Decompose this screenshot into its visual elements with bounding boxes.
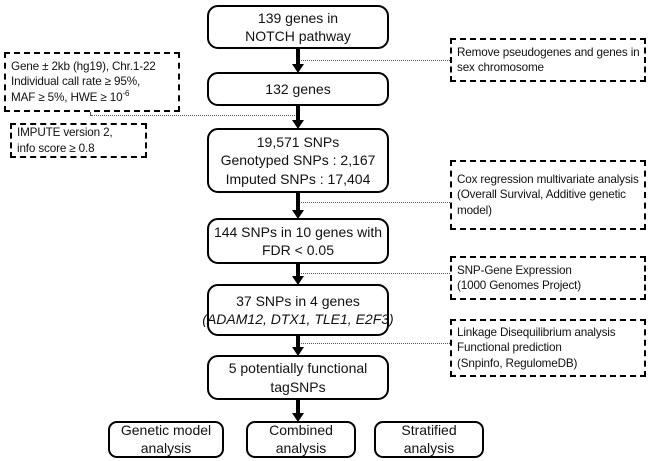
arrow-shaft: [296, 192, 300, 210]
arrow-head-icon: [292, 64, 304, 73]
annotation-remove-pseudogenes: Remove pseudogenes and genes in sex chro…: [450, 38, 646, 82]
flow-box-132-genes: 132 genes: [207, 72, 389, 106]
flow-box-gene-names-line: (ADAM12, DTX1, TLE1, E2F3): [202, 311, 394, 327]
flow-box-text-line: FDR < 0.05: [262, 242, 334, 258]
hwe-threshold-base: MAF ≥ 5%, HWE ≥ 10: [11, 90, 123, 104]
arrow-shaft: [296, 399, 300, 413]
annotation-linkage: Linkage Disequilibrium analysis Function…: [450, 319, 646, 377]
flow-box-text-line: 19,571 SNPs: [256, 134, 340, 151]
arrow-head-icon: [292, 210, 304, 219]
annotation-text-line: (Snpinfo, RegulomeDB): [457, 356, 578, 370]
flow-box-text-line: analysis: [403, 439, 455, 456]
connector-linkage: [299, 343, 450, 344]
annotation-text-line: Cox regression multivariate analysis: [457, 172, 639, 186]
flow-box-text-line: Genetic model: [120, 422, 212, 439]
annotation-text-line: MAF ≥ 5%, HWE ≥ 10-6: [11, 88, 173, 105]
connector-gene-filter-stub: [90, 110, 91, 116]
flow-box-text-line: 5 potentially functional: [228, 360, 368, 377]
annotation-text-line: IMPUTE version 2,: [17, 126, 113, 140]
flow-box-text-line: analysis: [275, 439, 327, 456]
flow-box-144-snps: 144 SNPs in 10 genes with FDR < 0.05: [207, 218, 389, 264]
annotation-text-line: (1000 Genomes Project): [457, 279, 582, 292]
arrow-shaft: [296, 48, 300, 64]
flow-box-stratified-analysis: Stratified analysis: [374, 421, 484, 458]
flow-box-139-genes: 139 genes in NOTCH pathway: [207, 5, 389, 49]
annotation-text-line: Individual call rate ≥ 95%,: [11, 75, 141, 89]
flow-arrow-2: [292, 105, 304, 129]
flow-box-text-line: analysis: [140, 439, 192, 456]
flow-box-genetic-model-analysis: Genetic model analysis: [108, 421, 224, 458]
annotation-impute: IMPUTE version 2, info score ≥ 0.8: [10, 123, 147, 158]
flow-box-text-line: 144 SNPs in 10 genes with: [213, 223, 383, 240]
annotation-text-line: sex chromosome: [457, 61, 544, 74]
flow-box-text-line: Imputed SNPs : 17,404: [225, 170, 371, 187]
annotation-text-line: Linkage Disequilibrium analysis: [457, 325, 616, 339]
flow-box-combined-analysis: Combined analysis: [246, 421, 356, 458]
flow-arrow-4: [292, 263, 304, 285]
arrow-shaft: [296, 263, 300, 276]
annotation-text-line: info score ≥ 0.8: [17, 141, 95, 155]
annotation-text-line: (Overall Survival, Additive genetic: [457, 188, 626, 202]
arrow-shaft: [296, 105, 300, 120]
flow-box-5-tagsnps: 5 potentially functional tagSNPs: [207, 355, 389, 400]
flow-box-text-line: 139 genes in: [257, 9, 339, 26]
annotation-text-line: Remove pseudogenes and genes in: [457, 45, 640, 59]
annotation-text-line: Gene ± 2kb (hg19), Chr.1-22: [11, 59, 156, 73]
flow-box-text-line: Combined: [269, 422, 333, 439]
flow-box-text-line: Stratified: [401, 422, 457, 439]
flow-box-37-snps: 37 SNPs in 4 genes (ADAM12, DTX1, TLE1, …: [202, 284, 394, 336]
flow-box-text-line: NOTCH pathway: [245, 28, 351, 44]
annotation-text-line: model): [457, 203, 492, 217]
annotation-snp-gene-expression: SNP-Gene Expression (1000 Genomes Projec…: [450, 256, 646, 300]
flow-arrow-6: [292, 399, 304, 422]
arrow-head-icon: [292, 120, 304, 129]
connector-cox-regression: [299, 202, 450, 203]
arrow-shaft: [296, 335, 300, 347]
annotation-cox-regression: Cox regression multivariate analysis (Ov…: [450, 160, 646, 230]
arrow-head-icon: [292, 413, 304, 422]
arrow-head-icon: [292, 347, 304, 356]
annotation-gene-filter: Gene ± 2kb (hg19), Chr.1-22 Individual c…: [4, 52, 180, 112]
flow-arrow-3: [292, 192, 304, 219]
arrow-head-icon: [292, 276, 304, 285]
flow-box-text-line: 132 genes: [265, 80, 331, 97]
annotation-text-line: Functional prediction: [457, 341, 562, 355]
flow-box-text-line: Genotyped SNPs : 2,167: [220, 152, 376, 169]
connector-remove-pseudogenes: [299, 60, 450, 61]
annotation-text-line: SNP-Gene Expression: [457, 263, 572, 277]
flow-box-text-line: tagSNPs: [270, 378, 326, 395]
flow-box-text-line: 37 SNPs in 4 genes: [236, 292, 360, 309]
flow-box-19571-snps: 19,571 SNPs Genotyped SNPs : 2,167 Imput…: [207, 128, 389, 193]
flow-arrow-1: [292, 48, 304, 73]
flow-arrow-5: [292, 335, 304, 356]
hwe-threshold-exponent: -6: [122, 88, 130, 98]
connector-gene-filter: [91, 115, 297, 116]
connector-snp-gene-expression: [299, 273, 450, 274]
